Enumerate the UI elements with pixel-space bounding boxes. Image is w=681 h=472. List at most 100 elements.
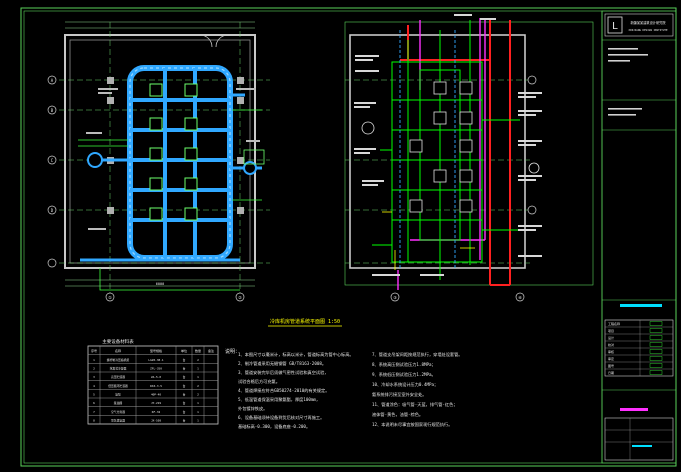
- note-line: 12、本说明未尽事宜按国家现行规范执行。: [372, 421, 452, 428]
- table-cell: 台: [183, 401, 186, 405]
- table-cell: 紧急泄氨器: [111, 419, 125, 423]
- title-block-sign-cell: [649, 363, 663, 368]
- table-cell: 台: [183, 393, 186, 397]
- table-cell: KF-32: [152, 410, 161, 414]
- note-line: 2、制冷管道采用无缝钢管 GB/T8163-2008。: [238, 360, 326, 367]
- left-plan-view: 6000: [47, 21, 270, 302]
- note-line: 9、系统低压侧试验压力1.2MPa。: [372, 371, 436, 378]
- axis-label: B: [51, 108, 54, 113]
- table-cell: LG20-38.1: [148, 358, 163, 362]
- table-cell: 3: [93, 375, 95, 379]
- table-cell: 螺杆制冷压缩机组: [107, 358, 130, 362]
- table-cell: 氨泵: [115, 393, 121, 397]
- table-cell: 台: [183, 410, 186, 414]
- title-block-row-label: 审定: [608, 356, 614, 361]
- title-block-row-label: 校对: [608, 342, 614, 347]
- table-cell: 4: [93, 384, 95, 388]
- title-block-row-label: 工程名称: [608, 321, 620, 326]
- table-cell: 高压贮液器: [111, 375, 125, 379]
- note-line: 7、管道支吊架间距按规范执行，穿墙处设套管。: [372, 351, 462, 358]
- title-block-sign-cell: [649, 370, 663, 375]
- table-cell: 1: [197, 410, 199, 414]
- note-line: 液体管-黄色，油管-棕色。: [372, 411, 423, 418]
- company-logo-letter: L: [612, 21, 618, 32]
- table-header-cell: 名称: [115, 348, 121, 353]
- table-cell: 台: [183, 367, 186, 371]
- table-cell: 低压循环贮液器: [108, 384, 128, 388]
- notes-heading: 说明：: [225, 348, 240, 355]
- note-line: 10、冷却水系统设计压力0.4MPa；: [372, 381, 438, 388]
- table-cell: 蒸发式冷凝器: [110, 367, 127, 371]
- note-line: 4、管道焊接应符合GB50274-2010的有关规定。: [238, 387, 329, 394]
- table-cell: 1: [197, 367, 199, 371]
- table-cell: 台: [183, 375, 186, 379]
- title-block-cyan-bar: [620, 304, 662, 307]
- table-cell: 5: [93, 393, 95, 397]
- table-header-cell: 备注: [208, 348, 214, 353]
- axis-label: ②: [238, 295, 242, 300]
- title-block-sign-cell: [649, 335, 663, 340]
- table-cell: ZFL-350: [150, 367, 162, 371]
- title-block-row-label: 审核: [608, 349, 614, 354]
- table-header-cell: 数量: [195, 348, 201, 353]
- axis-label: C: [51, 158, 54, 163]
- table-cell: 1: [197, 401, 199, 405]
- company-name-en: XINJIANG DESIGN INSTITUTE: [628, 28, 667, 32]
- title-block-sign-cell: [649, 321, 663, 326]
- table-cell: JY-219: [151, 401, 161, 405]
- table-cell: 1: [197, 375, 199, 379]
- table-cell: 2: [197, 358, 199, 362]
- company-logo: [607, 16, 623, 34]
- table-cell: 2: [93, 367, 95, 371]
- axis-label: ①: [108, 295, 112, 300]
- title-block-row-label: 图号: [608, 363, 614, 368]
- axis-label: ④: [518, 295, 522, 300]
- table-header-cell: 序号: [91, 348, 97, 353]
- note-line: 外包镀锌铁皮。: [238, 405, 267, 412]
- title-block-sign-cell: [649, 342, 663, 347]
- table-cell: 1: [93, 358, 95, 362]
- note-line: 试验合格后方可充氨。: [238, 378, 280, 385]
- title-block-magenta-bar: [620, 408, 648, 411]
- dimension-label: 6000: [156, 282, 164, 286]
- table-cell: 1: [197, 419, 199, 423]
- title-block-sign-cell: [649, 328, 663, 333]
- table-cell: 2: [197, 393, 199, 397]
- title-block: L 新疆某某建筑设计研究院 XINJIANG DESIGN INSTITUTE …: [601, 10, 677, 464]
- design-notes: 说明： 1、本图尺寸以毫米计，标高以米计，管道标高为管中心标高。 2、制冷管道采用…: [225, 348, 462, 430]
- note-line: 1、本图尺寸以毫米计，标高以米计，管道标高为管中心标高。: [238, 351, 354, 358]
- left-plan-wall: [64, 34, 256, 269]
- equipment-table: 主要设备材料表 序号 名称 型号规格 单位 数量 备注 1 螺杆制冷压缩机组 LG20-38.1…: [87, 338, 219, 425]
- note-line: 3、管道安装完毕后须做气密性试验和真空试验，: [238, 369, 328, 376]
- note-line: 基础标高-0.300，设备底座-0.200。: [238, 423, 310, 430]
- title-block-sign-cell: [649, 356, 663, 361]
- table-cell: DXZ-3.5: [150, 384, 162, 388]
- title-block-row-label: 项目: [608, 329, 614, 333]
- axis-label: A: [51, 78, 54, 83]
- table-cell: 集油器: [114, 401, 123, 405]
- title-block-sign-cell: [649, 349, 663, 354]
- green-pipe-network: [372, 20, 520, 280]
- left-drawing-title: 冷库机房管道系统平面图 1:50: [270, 318, 340, 325]
- title-block-row-label: 日期: [608, 370, 614, 375]
- axis-label: ③: [393, 295, 397, 300]
- title-block-row-label: 设计: [608, 335, 614, 340]
- table-cell: 2: [197, 384, 199, 388]
- right-plan-wall: [349, 34, 526, 269]
- note-line: 5、低温管道保温采用聚氨酯，厚度100mm，: [238, 396, 320, 403]
- note-line: 8、系统高压侧试验压力1.8MPa；: [372, 361, 436, 368]
- right-schematic-view: [344, 14, 594, 302]
- table-cell: 台: [183, 384, 186, 388]
- table-cell: 8: [93, 419, 95, 423]
- note-line: 氨系统排污接至室外安全处。: [372, 391, 426, 398]
- equipment-table-title: 主要设备材料表: [102, 338, 134, 345]
- company-name: 新疆某某建筑设计研究院: [630, 20, 666, 25]
- table-cell: ZA-5.0: [151, 375, 161, 379]
- table-cell: 空气分离器: [111, 410, 125, 414]
- table-header-cell: 型号规格: [150, 348, 162, 353]
- note-line: 11、管道涂色：吸气管-天蓝，排气管-红色；: [372, 401, 457, 408]
- table-cell: 台: [183, 358, 186, 362]
- table-header-cell: 单位: [181, 348, 187, 353]
